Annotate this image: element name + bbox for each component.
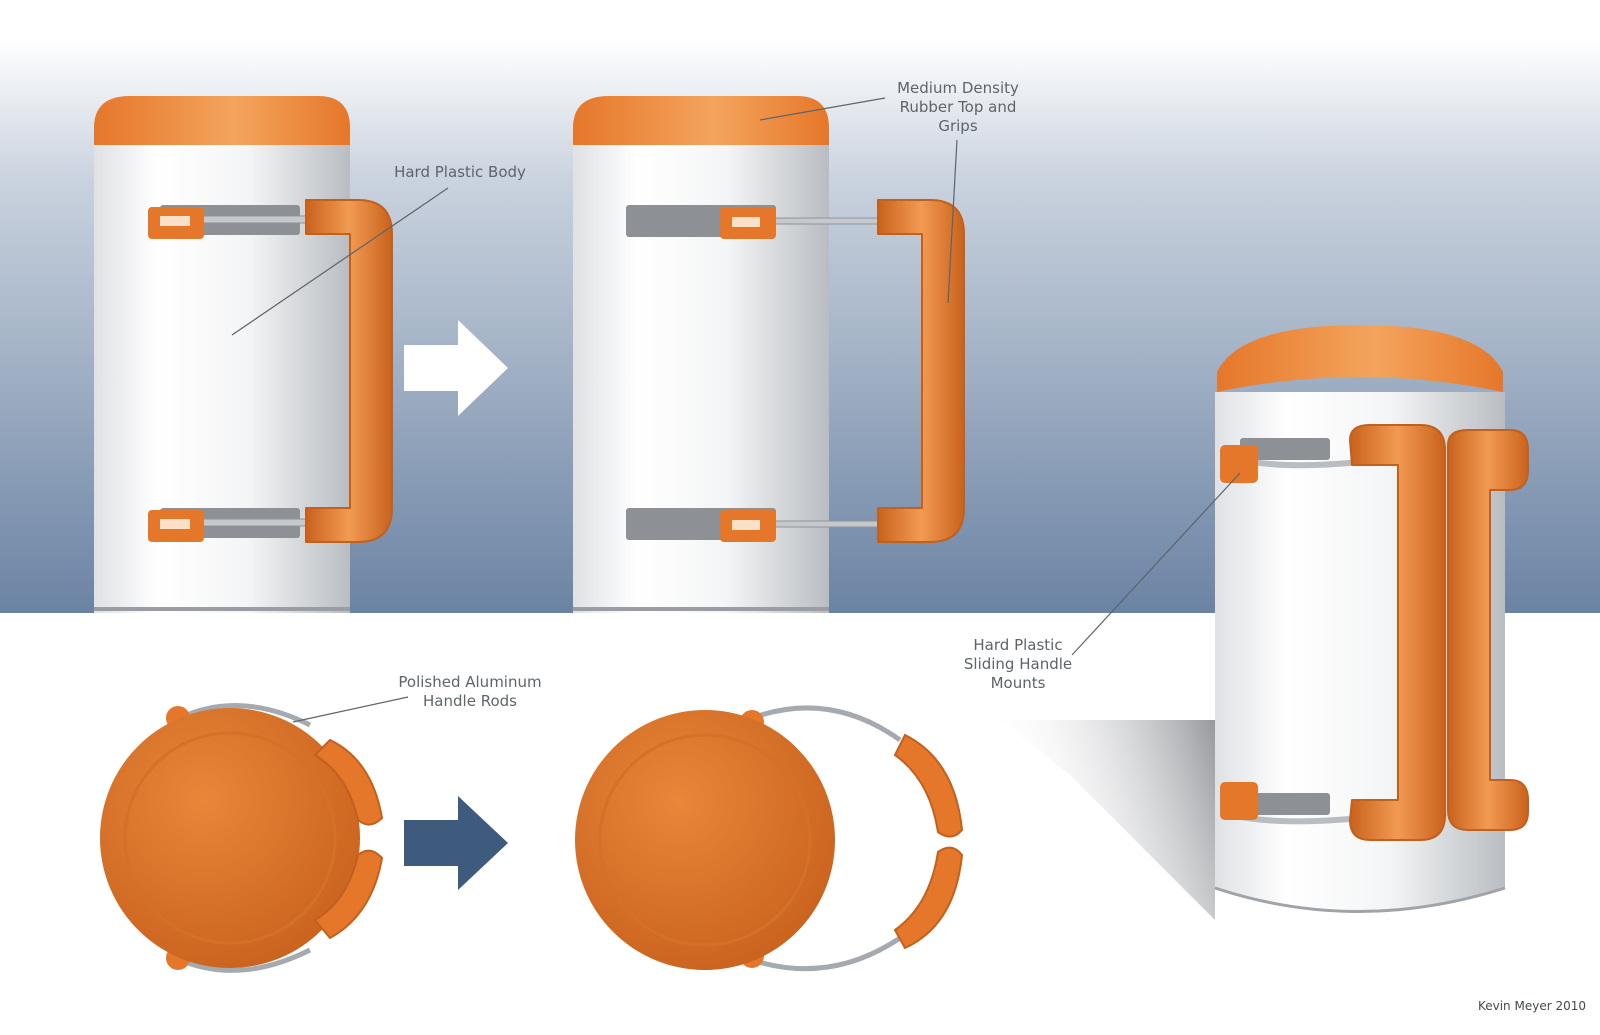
mug-collapsed: [94, 96, 393, 613]
label-rubber-top-grips: Medium Density Rubber Top and Grips: [897, 79, 1019, 135]
label-aluminum-rods: Polished Aluminum Handle Rods: [398, 673, 542, 710]
top-view-extended: [575, 705, 964, 972]
handle-mount: [1220, 445, 1258, 483]
grip-pad: [313, 849, 384, 940]
grip-pad: [893, 846, 964, 950]
rubber-top: [573, 96, 829, 145]
arrow-right-dark: [404, 796, 508, 890]
grip-handle: [1349, 424, 1446, 841]
top-view-collapsed: [100, 703, 384, 973]
grip-pad: [893, 733, 964, 838]
cast-shadow: [1000, 720, 1215, 920]
leader-lines: [231, 97, 1241, 723]
rubber-top: [94, 96, 350, 145]
lid-disc: [100, 708, 360, 968]
handle-mount: [1220, 782, 1258, 820]
grip-pad: [313, 738, 384, 826]
rubber-top: [1217, 325, 1503, 392]
label-hard-plastic-body: Hard Plastic Body: [394, 163, 526, 181]
label-handle-mounts: Hard Plastic Sliding Handle Mounts: [963, 636, 1073, 692]
mug-extended: [573, 96, 965, 613]
grip-handle-alt: [1447, 429, 1529, 831]
author-credit: Kevin Meyer 2010: [1477, 999, 1586, 1013]
grip-handle: [305, 199, 393, 543]
mug-perspective: [1000, 325, 1529, 920]
arrow-right-light: [404, 320, 508, 416]
grip-handle: [877, 199, 965, 543]
lid-disc: [575, 710, 835, 970]
